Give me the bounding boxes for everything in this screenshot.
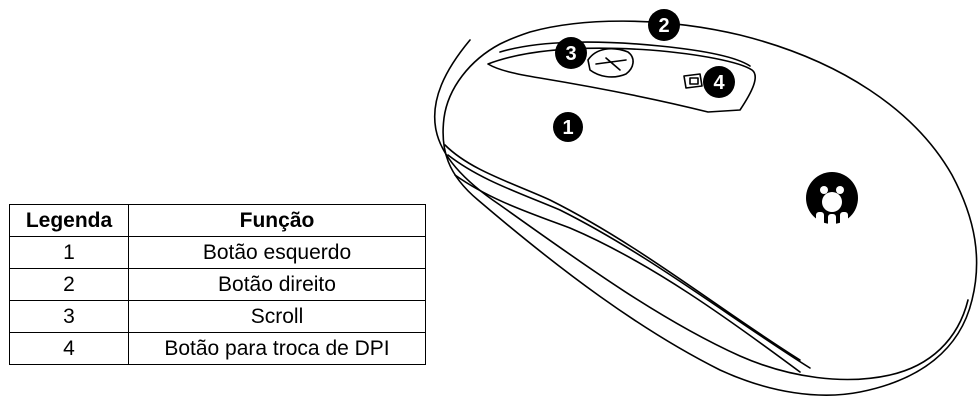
mouse-illustration: 1 2 3 4 [433, 9, 978, 396]
legend-function: Botão para troca de DPI [128, 332, 426, 365]
legend-header-function: Função [128, 204, 426, 237]
table-row: 2 Botão direito [9, 268, 426, 301]
legend-header-row: Legenda Função [9, 204, 426, 237]
table-row: 3 Scroll [9, 300, 426, 333]
legend-number: 2 [9, 268, 129, 301]
callout-2: 2 [648, 9, 680, 41]
table-row: 1 Botão esquerdo [9, 236, 426, 269]
legend-table: Legenda Função 1 Botão esquerdo 2 Botão … [9, 204, 426, 365]
legend-header-number: Legenda [9, 204, 129, 237]
mouse-body-outline [442, 20, 978, 396]
scroll-wheel [587, 47, 634, 78]
legend-number: 4 [9, 332, 129, 365]
legend-number: 1 [9, 236, 129, 269]
callout-3: 3 [555, 37, 587, 69]
table-row: 4 Botão para troca de DPI [9, 332, 426, 365]
legend-function: Botão esquerdo [128, 236, 426, 269]
legend-function: Botão direito [128, 268, 426, 301]
callout-1: 1 [553, 112, 583, 142]
callout-4: 4 [703, 66, 735, 98]
callout-4-label: 4 [713, 72, 725, 94]
dpi-button [683, 73, 703, 89]
callout-2-label: 2 [658, 15, 669, 37]
callout-3-label: 3 [565, 43, 576, 65]
brand-logo-icon [806, 172, 858, 228]
legend-function: Scroll [128, 300, 426, 333]
callout-1-label: 1 [562, 117, 573, 139]
legend-number: 3 [9, 300, 129, 333]
